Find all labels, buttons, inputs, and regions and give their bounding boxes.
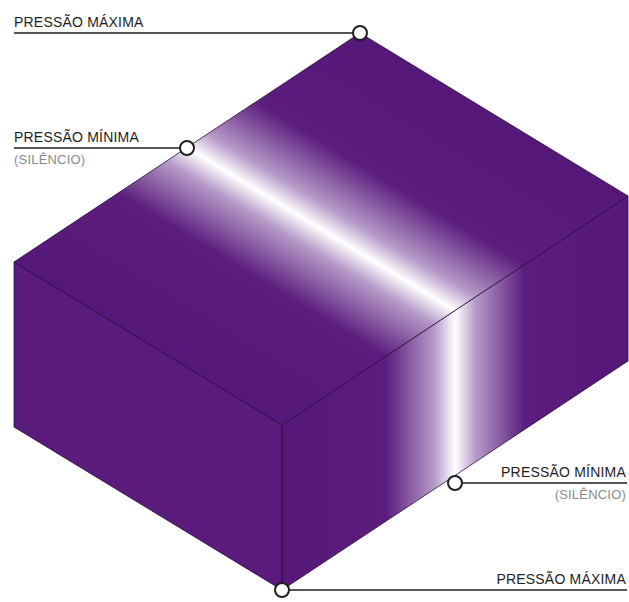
silence-note: (SILÊNCIO): [555, 487, 626, 503]
pressure-label: PRESSÃO MÍNIMA: [501, 464, 626, 480]
top-face: [14, 33, 628, 425]
pressure-label: PRESSÃO MÁXIMA: [14, 14, 144, 30]
leader-lines: [14, 33, 627, 590]
marker-dots: [180, 26, 462, 597]
pressure-label: PRESSÃO MÍNIMA: [14, 129, 139, 145]
silence-note: (SILÊNCIO): [14, 152, 85, 168]
pressure-label: PRESSÃO MÁXIMA: [496, 571, 626, 587]
